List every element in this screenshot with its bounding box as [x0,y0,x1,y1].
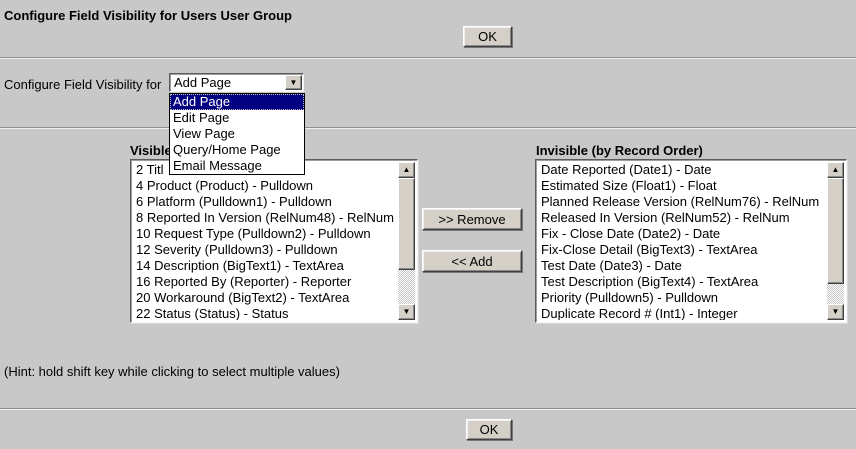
dropdown-option[interactable]: View Page [170,126,304,142]
visible-list-item[interactable]: 20 Workaround (BigText2) - TextArea [133,290,398,306]
hint-text: (Hint: hold shift key while clicking to … [4,364,340,379]
combobox-value: Add Page [174,75,231,91]
scroll-up-icon[interactable]: ▲ [398,162,415,178]
visible-list-item[interactable]: 22 Status (Status) - Status [133,306,398,320]
ok-button-bottom[interactable]: OK [466,419,512,440]
dropdown-option[interactable]: Add Page [170,94,304,110]
scroll-down-icon[interactable]: ▼ [398,304,415,320]
invisible-listbox[interactable]: Date Reported (Date1) - DateEstimated Si… [535,159,847,323]
invisible-list-item[interactable]: Date Reported (Date1) - Date [538,162,827,178]
invisible-list-scrollbar[interactable]: ▲ ▼ [827,162,844,320]
visible-list-scrollbar[interactable]: ▲ ▼ [398,162,415,320]
dropdown-option[interactable]: Query/Home Page [170,142,304,158]
remove-button[interactable]: >> Remove [422,208,522,230]
invisible-list-item[interactable]: Test Description (BigText4) - TextArea [538,274,827,290]
invisible-list-item[interactable]: Estimated Size (Float1) - Float [538,178,827,194]
invisible-list-item[interactable]: Duplicate Record # (Int1) - Integer [538,306,827,320]
ok-button-top[interactable]: OK [463,26,512,47]
separator-top [0,57,856,59]
invisible-list-item[interactable]: Fix-Close Detail (BigText3) - TextArea [538,242,827,258]
scrollbar-thumb[interactable] [398,178,415,270]
visible-listbox-items: 2 Titl4 Product (Product) - Pulldown6 Pl… [133,162,398,320]
visible-list-item[interactable]: 14 Description (BigText1) - TextArea [133,258,398,274]
visible-list-label: Visible [130,143,172,158]
visible-listbox[interactable]: 2 Titl4 Product (Product) - Pulldown6 Pl… [130,159,418,323]
dropdown-option[interactable]: Edit Page [170,110,304,126]
invisible-listbox-items: Date Reported (Date1) - DateEstimated Si… [538,162,827,320]
invisible-list-item[interactable]: Released In Version (RelNum52) - RelNum [538,210,827,226]
scrollbar-thumb[interactable] [827,178,844,284]
invisible-list-item[interactable]: Priority (Pulldown5) - Pulldown [538,290,827,306]
visible-list-item[interactable]: 16 Reported By (Reporter) - Reporter [133,274,398,290]
visible-list-item[interactable]: 4 Product (Product) - Pulldown [133,178,398,194]
dropdown-option[interactable]: Email Message [170,158,304,174]
invisible-list-item[interactable]: Planned Release Version (RelNum76) - Rel… [538,194,827,210]
invisible-list-item[interactable]: Fix - Close Date (Date2) - Date [538,226,827,242]
page-title: Configure Field Visibility for Users Use… [4,8,292,23]
scroll-down-icon[interactable]: ▼ [827,304,844,320]
invisible-list-label: Invisible (by Record Order) [536,143,703,158]
visible-list-item[interactable]: 8 Reported In Version (RelNum48) - RelNu… [133,210,398,226]
scroll-up-icon[interactable]: ▲ [827,162,844,178]
add-button[interactable]: << Add [422,250,522,272]
separator-middle [0,127,856,129]
invisible-list-item[interactable]: Test Date (Date3) - Date [538,258,827,274]
page-select-combobox[interactable]: Add Page ▼ [169,73,304,92]
field-visibility-label: Configure Field Visibility for [4,77,161,92]
chevron-down-icon[interactable]: ▼ [285,75,302,90]
page-select-dropdown-list[interactable]: Add PageEdit PageView PageQuery/Home Pag… [169,93,305,175]
visible-list-item[interactable]: 6 Platform (Pulldown1) - Pulldown [133,194,398,210]
separator-bottom [0,408,856,410]
visible-list-item[interactable]: 10 Request Type (Pulldown2) - Pulldown [133,226,398,242]
visible-list-item[interactable]: 12 Severity (Pulldown3) - Pulldown [133,242,398,258]
